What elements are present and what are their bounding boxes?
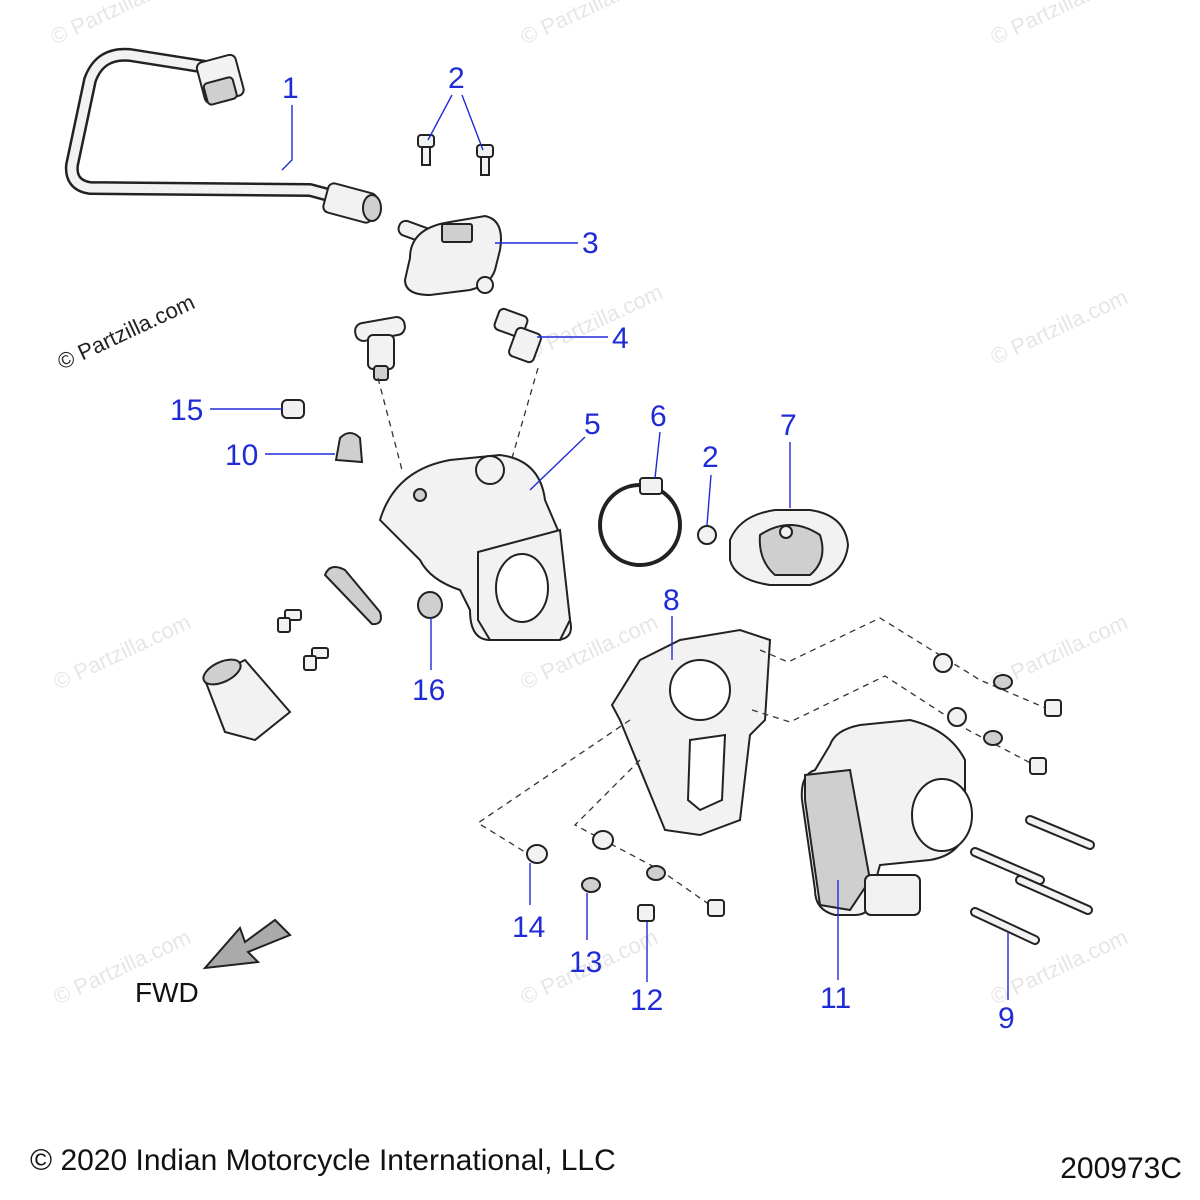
watermark: © Partzilla.com bbox=[522, 279, 667, 364]
watermark: © Partzilla.com bbox=[47, 0, 192, 50]
diagram-id: 200973C bbox=[1060, 1152, 1182, 1185]
callout-3: 3 bbox=[582, 227, 599, 260]
throttle-body-part bbox=[800, 718, 973, 916]
clip-part bbox=[334, 432, 364, 464]
bolt-part bbox=[637, 699, 1062, 922]
callout-12: 12 bbox=[630, 984, 663, 1017]
watermark: © Partzilla.com bbox=[50, 609, 195, 694]
watermark: © Partzilla.com bbox=[987, 0, 1132, 50]
fuel-rail-part bbox=[397, 214, 502, 297]
callout-2: 2 bbox=[448, 62, 465, 95]
bolt-part bbox=[417, 134, 494, 176]
callout-13: 13 bbox=[569, 946, 602, 979]
callout-11: 11 bbox=[820, 982, 851, 1015]
bracket-part bbox=[610, 628, 772, 837]
copyright-notice: © 2020 Indian Motorcycle International, … bbox=[30, 1144, 616, 1177]
grommet-part bbox=[526, 653, 967, 864]
watermark: © Partzilla.com bbox=[517, 0, 662, 50]
callout-1: 1 bbox=[282, 72, 299, 105]
watermark: © Partzilla.com bbox=[987, 284, 1132, 369]
callout-7: 7 bbox=[780, 409, 797, 442]
screw-part bbox=[281, 399, 305, 419]
callout-10: 10 bbox=[225, 439, 258, 472]
forward-arrow-icon bbox=[202, 918, 292, 970]
boot-part bbox=[202, 658, 292, 742]
callout-9: 9 bbox=[998, 1002, 1015, 1035]
callout-5: 5 bbox=[584, 408, 601, 441]
callout-6: 6 bbox=[650, 400, 667, 433]
callout-2: 2 bbox=[702, 441, 719, 474]
leader-lines bbox=[210, 94, 1009, 1000]
callouts: 1 2 3 4 15 10 5 6 2 7 8 16 14 13 12 11 9 bbox=[170, 62, 1015, 1035]
callout-15: 15 bbox=[170, 394, 203, 427]
callout-14: 14 bbox=[512, 911, 545, 944]
watermarks: © Partzilla.com © Partzilla.com © Partzi… bbox=[47, 0, 1132, 1010]
washer-part bbox=[581, 674, 1013, 893]
bolt-part bbox=[277, 609, 329, 671]
boot-clamp-part bbox=[323, 565, 382, 626]
intake-manifold-part bbox=[378, 453, 572, 641]
plug-part bbox=[417, 591, 443, 619]
callout-16: 16 bbox=[412, 674, 445, 707]
clamp-part bbox=[598, 477, 682, 567]
callout-8: 8 bbox=[663, 584, 680, 617]
cover-part bbox=[729, 509, 850, 586]
forward-label: FWD bbox=[135, 977, 199, 1008]
long-bolt-part bbox=[970, 815, 1095, 945]
watermark: © Partzilla.com bbox=[54, 289, 199, 374]
callout-4: 4 bbox=[612, 322, 629, 355]
nut-part bbox=[697, 525, 717, 545]
injector-part bbox=[354, 307, 542, 381]
fuel-line-part bbox=[64, 47, 382, 224]
